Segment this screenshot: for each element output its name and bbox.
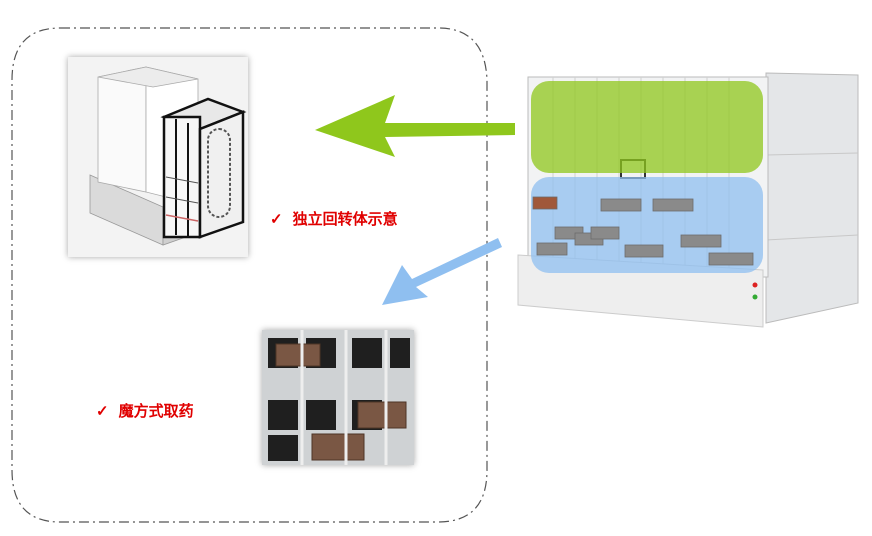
green-arrow [315,95,515,157]
rotation-caption: ✓ 独立回转体示意 [270,208,398,229]
check-icon: ✓ [96,402,109,420]
blue-arrow [382,238,502,305]
cube-retrieval-image [262,330,414,465]
rotation-unit-image [68,57,248,257]
rotation-unit-drawing [68,57,248,257]
dispensing-machine-image [513,65,868,335]
retrieval-caption: ✓ 魔方式取药 [96,400,194,421]
check-icon: ✓ [270,210,283,228]
rotation-caption-text: 独立回转体示意 [292,210,398,228]
retrieval-caption-text: 魔方式取药 [118,402,194,420]
